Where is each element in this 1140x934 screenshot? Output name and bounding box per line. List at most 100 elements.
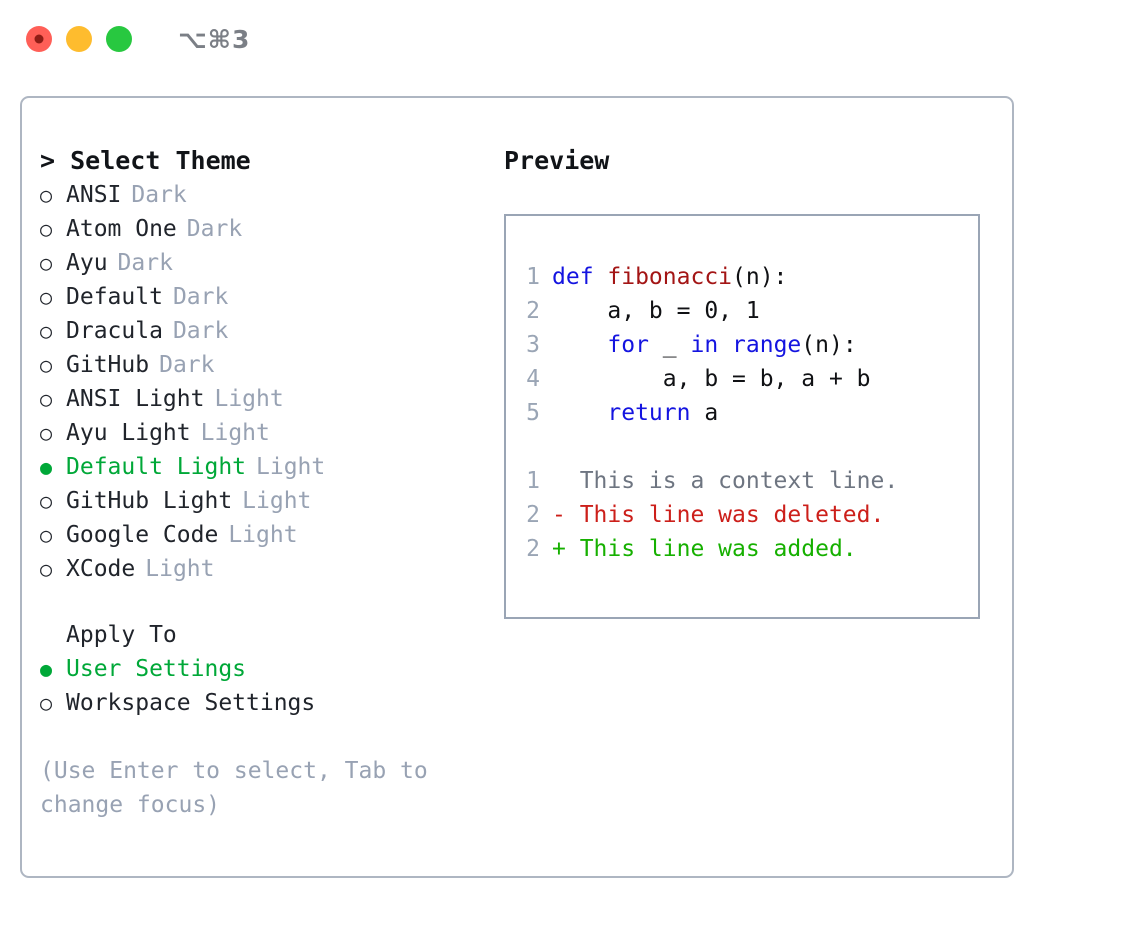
- theme-option-label: Ayu Light: [66, 420, 191, 446]
- theme-option-0[interactable]: ○ ANSI Dark: [40, 178, 492, 212]
- theme-option-label: GitHub: [66, 352, 150, 378]
- apply-to-option-label: User Settings: [66, 656, 247, 682]
- theme-option-label: Default: [66, 284, 163, 310]
- token-ctext: a, b = 0, 1: [552, 298, 760, 324]
- diff-sample: 1 This is a context line. 2 - This line wa…: [506, 464, 978, 566]
- diff-line-1: 2 - This line was deleted.: [506, 498, 978, 532]
- theme-option-label: ANSI: [66, 182, 122, 208]
- theme-option-tag: Light: [256, 454, 326, 480]
- theme-option-8[interactable]: ● Default Light Light: [40, 450, 492, 484]
- theme-option-10[interactable]: ○ Google Code Light: [40, 518, 492, 552]
- radio-unselected-icon: ○: [40, 353, 53, 377]
- theme-option-tag: Light: [228, 522, 298, 548]
- token-ctext: [718, 332, 732, 358]
- token-ctext: _: [648, 332, 691, 358]
- token-ctext: [552, 400, 607, 426]
- theme-option-tag: Light: [200, 420, 270, 446]
- close-button[interactable]: [26, 26, 52, 52]
- radio-unselected-icon: ○: [40, 523, 53, 547]
- theme-option-label: Dracula: [66, 318, 163, 344]
- title-bar: ⌥⌘3: [0, 0, 1140, 78]
- token-bi: range: [732, 332, 802, 358]
- theme-option-2[interactable]: ○ Ayu Dark: [40, 246, 492, 280]
- token-kw: return: [607, 400, 691, 426]
- diff-text: - This line was deleted.: [552, 502, 885, 528]
- radio-unselected-icon: ○: [40, 691, 53, 715]
- apply-to-bullet-spacer: ○: [40, 618, 66, 652]
- apply-to-heading-row: ○ Apply To: [40, 618, 492, 652]
- token-ctext: (n):: [801, 332, 857, 358]
- theme-option-label: Atom One: [66, 216, 177, 242]
- minimize-button[interactable]: [66, 26, 92, 52]
- keyboard-shortcut-label: ⌥⌘3: [178, 24, 251, 54]
- apply-to-option-0[interactable]: ● User Settings: [40, 652, 492, 686]
- code-text: def fibonacci(n):: [552, 260, 787, 294]
- theme-option-5[interactable]: ○ GitHub Dark: [40, 348, 492, 382]
- maximize-button[interactable]: [106, 26, 132, 52]
- diff-line-2: 2+ This line was added.: [506, 532, 978, 566]
- theme-option-3[interactable]: ○ Default Dark: [40, 280, 492, 314]
- theme-option-label: XCode: [66, 556, 136, 582]
- apply-to-option-1[interactable]: ○ Workspace Settings: [40, 686, 492, 720]
- code-text: a, b = 0, 1: [552, 294, 760, 328]
- theme-option-label: Default Light: [66, 454, 247, 480]
- window-controls: [26, 26, 132, 52]
- keyboard-hint-text: (Use Enter to select, Tab to change focu…: [40, 758, 428, 818]
- token-fn: fibonacci: [607, 264, 733, 290]
- code-line-3: 4 a, b = b, a + b: [506, 362, 978, 396]
- preview-heading: Preview: [504, 146, 610, 175]
- apply-to-option-list[interactable]: ● User Settings ○ Workspace Settings: [40, 652, 492, 720]
- line-number: 1: [526, 468, 540, 494]
- token-ctext: a: [690, 400, 719, 426]
- select-theme-heading: > Select Theme: [40, 146, 251, 175]
- radio-unselected-icon: ○: [40, 251, 53, 275]
- apply-to-option-label: Workspace Settings: [66, 690, 316, 716]
- radio-unselected-icon: ○: [40, 489, 53, 513]
- theme-option-label: ANSI Light: [66, 386, 205, 412]
- theme-option-label: Ayu: [66, 250, 108, 276]
- token-ctext: [552, 332, 607, 358]
- apply-to-heading: Apply To: [66, 622, 177, 648]
- code-text: for _ in range(n):: [552, 328, 857, 362]
- diff-line-0: 1 This is a context line.: [506, 464, 978, 498]
- theme-option-tag: Dark: [131, 182, 187, 208]
- radio-unselected-icon: ○: [40, 387, 53, 411]
- theme-option-tag: Dark: [172, 284, 229, 310]
- theme-option-tag: Dark: [186, 216, 243, 242]
- code-line-2: 3 for _ in range(n):: [506, 328, 978, 362]
- code-text: return a: [552, 396, 718, 430]
- code-line-4: 5 return a: [506, 396, 978, 430]
- radio-unselected-icon: ○: [40, 285, 53, 309]
- line-number: 3: [526, 332, 540, 358]
- radio-unselected-icon: ○: [40, 421, 53, 445]
- radio-selected-icon: ●: [40, 455, 53, 479]
- token-ctext: (n):: [732, 264, 788, 290]
- line-number: 1: [526, 264, 540, 290]
- line-number: 2: [526, 502, 540, 528]
- line-number: 5: [526, 400, 540, 426]
- code-diff-separator: [506, 430, 978, 464]
- token-kw: def: [552, 264, 608, 290]
- token-kw: in: [690, 332, 719, 358]
- radio-selected-icon: ●: [40, 657, 53, 681]
- theme-option-tag: Dark: [172, 318, 229, 344]
- theme-option-tag: Dark: [117, 250, 173, 276]
- code-line-0: 1 def fibonacci(n):: [506, 260, 978, 294]
- theme-option-label: Google Code: [66, 522, 219, 548]
- theme-option-tag: Dark: [159, 352, 215, 378]
- theme-option-tag: Light: [242, 488, 312, 514]
- radio-unselected-icon: ○: [40, 183, 53, 207]
- theme-option-7[interactable]: ○ Ayu Light Light: [40, 416, 492, 450]
